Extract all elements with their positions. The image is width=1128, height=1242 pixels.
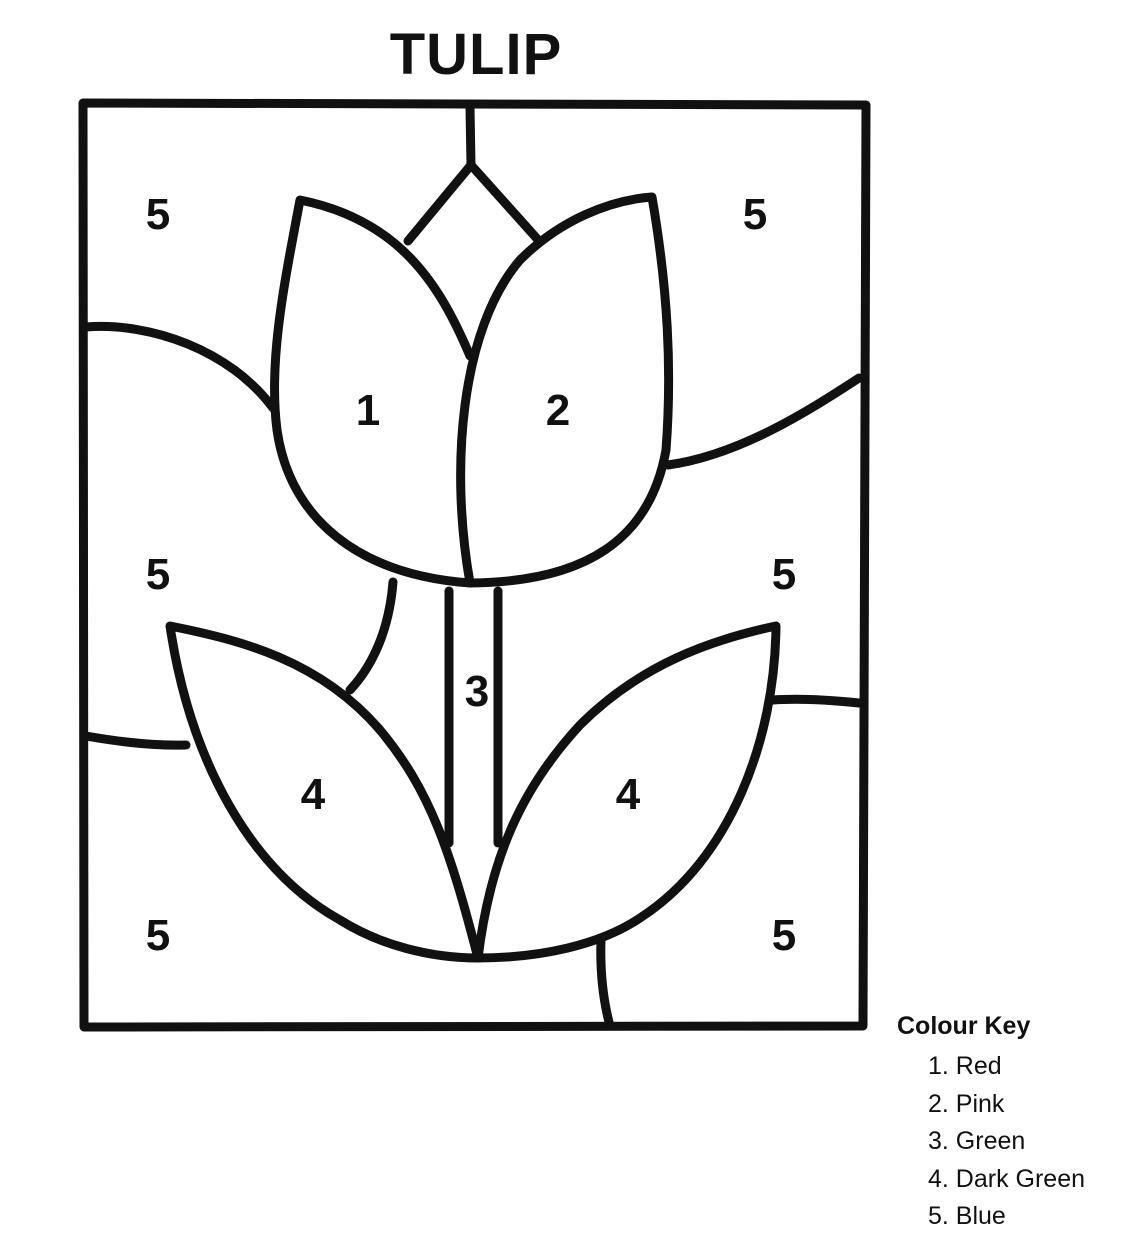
- region-number-bg-mid-right: 5: [772, 550, 796, 599]
- petal-left-outline: [269, 195, 475, 588]
- colour-key-heading: Colour Key: [897, 1012, 1031, 1040]
- bg-curve-right-top: [663, 373, 864, 470]
- leaf-right-outline: [473, 621, 781, 963]
- region-number-bg-top-left: 5: [146, 190, 170, 239]
- outer-frame: [78, 98, 871, 1032]
- region-number-leaf-left: 4: [301, 770, 326, 819]
- region-number-bg-top-right: 5: [743, 190, 767, 239]
- bg-curve-right-bottom: [768, 694, 864, 708]
- petal-right-outline: [456, 192, 674, 588]
- bud-right-line: [466, 160, 545, 247]
- region-number-petal-right: 2: [546, 386, 570, 435]
- top-divider-line: [403, 102, 476, 246]
- page-title: TULIP: [389, 22, 563, 87]
- colour-key-item-5: 5. Blue: [928, 1202, 1006, 1230]
- region-number-bg-bottom-left: 5: [146, 911, 170, 960]
- colour-key-item-3: 3. Green: [928, 1127, 1026, 1155]
- region-number-petal-left: 1: [356, 386, 380, 435]
- bg-curve-left-top: [81, 321, 278, 413]
- region-number-stem: 3: [465, 667, 489, 716]
- colour-key: Colour Key 1. Red 2. Pink 3. Green 4. Da…: [897, 1010, 1122, 1236]
- region-number-leaf-right: 4: [616, 770, 641, 819]
- bg-curve-left-bottom: [81, 731, 191, 750]
- region-number-bg-mid-left: 5: [146, 550, 170, 599]
- bg-curve-bottom-right: [596, 935, 615, 1031]
- colour-key-item-2: 2. Pink: [928, 1089, 1005, 1118]
- region-number-bg-bottom-right: 5: [772, 911, 796, 960]
- colour-key-item-1: 1. Red: [928, 1052, 1002, 1080]
- colour-key-item-4: 4. Dark Green: [928, 1164, 1086, 1193]
- bg-curve-left-mid: [345, 577, 398, 695]
- leaf-left-outline: [165, 621, 483, 963]
